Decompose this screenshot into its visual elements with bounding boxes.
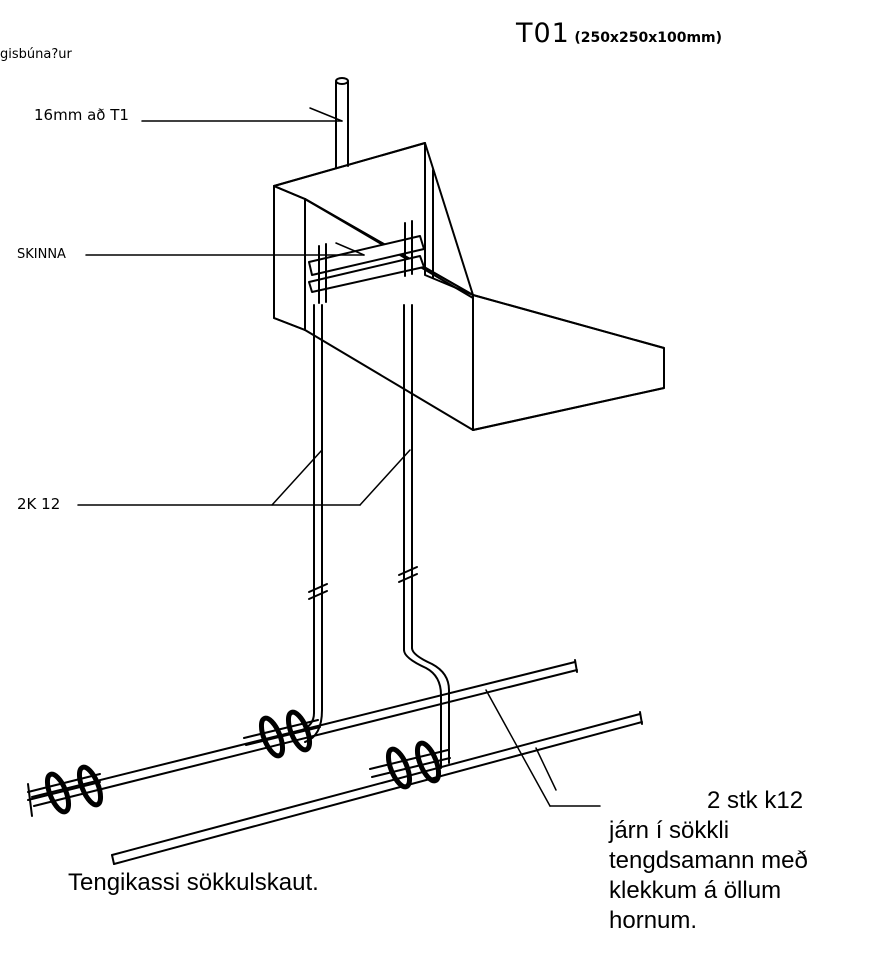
leader-bars-right <box>359 449 411 506</box>
box-outline <box>273 142 665 431</box>
note-line-1: 2 stk k12 <box>707 787 804 814</box>
leader-bars-left <box>271 449 323 506</box>
leader-lines <box>77 107 601 807</box>
leader-rod-tick <box>309 107 343 122</box>
rail-bar <box>308 220 425 304</box>
clamp-short-bars <box>27 719 451 801</box>
drawing-code: T01 <box>516 18 570 49</box>
rod-label: 16mm að T1 <box>34 106 129 124</box>
rod-top-end <box>335 77 349 85</box>
drawing-dimensions: (250x250x100mm) <box>574 30 723 46</box>
clamp <box>385 746 413 790</box>
rod-16mm <box>335 77 349 169</box>
leader-foundation-upper <box>485 689 551 807</box>
vertical-bar-right <box>398 304 450 769</box>
break-mark <box>398 566 418 576</box>
drawing-title: T01 (250x250x100mm) <box>516 20 722 47</box>
clamps <box>44 709 442 815</box>
note-line-2: járn í sökkli <box>609 817 730 844</box>
foundation-bar-upper <box>27 659 578 817</box>
note-line-5: hornum. <box>609 907 698 934</box>
clamp <box>76 764 104 808</box>
box-front-face <box>273 185 306 331</box>
caption: Tengikassi sökkulskaut. <box>68 869 319 896</box>
bars-label: 2K 12 <box>17 495 61 513</box>
foundation-note: 2 stk k12 járn í sökkli tengdsamann með … <box>609 786 808 936</box>
break-mark <box>308 583 328 593</box>
note-line-4: klekkum á öllum <box>609 877 782 904</box>
break-mark <box>398 573 418 583</box>
corner-label: gisbúna?ur <box>0 47 72 62</box>
vertical-bar-left <box>299 304 328 743</box>
note-line-3: tengdsamann með <box>609 847 808 874</box>
leader-foundation-lower <box>535 747 557 791</box>
clamp <box>414 740 442 784</box>
rail-label: SKINNA <box>17 247 66 262</box>
break-mark <box>308 590 328 600</box>
leader-rail-tick <box>335 242 365 256</box>
box-edge-front-top <box>273 185 306 200</box>
foundation-bar-lower <box>111 711 643 865</box>
